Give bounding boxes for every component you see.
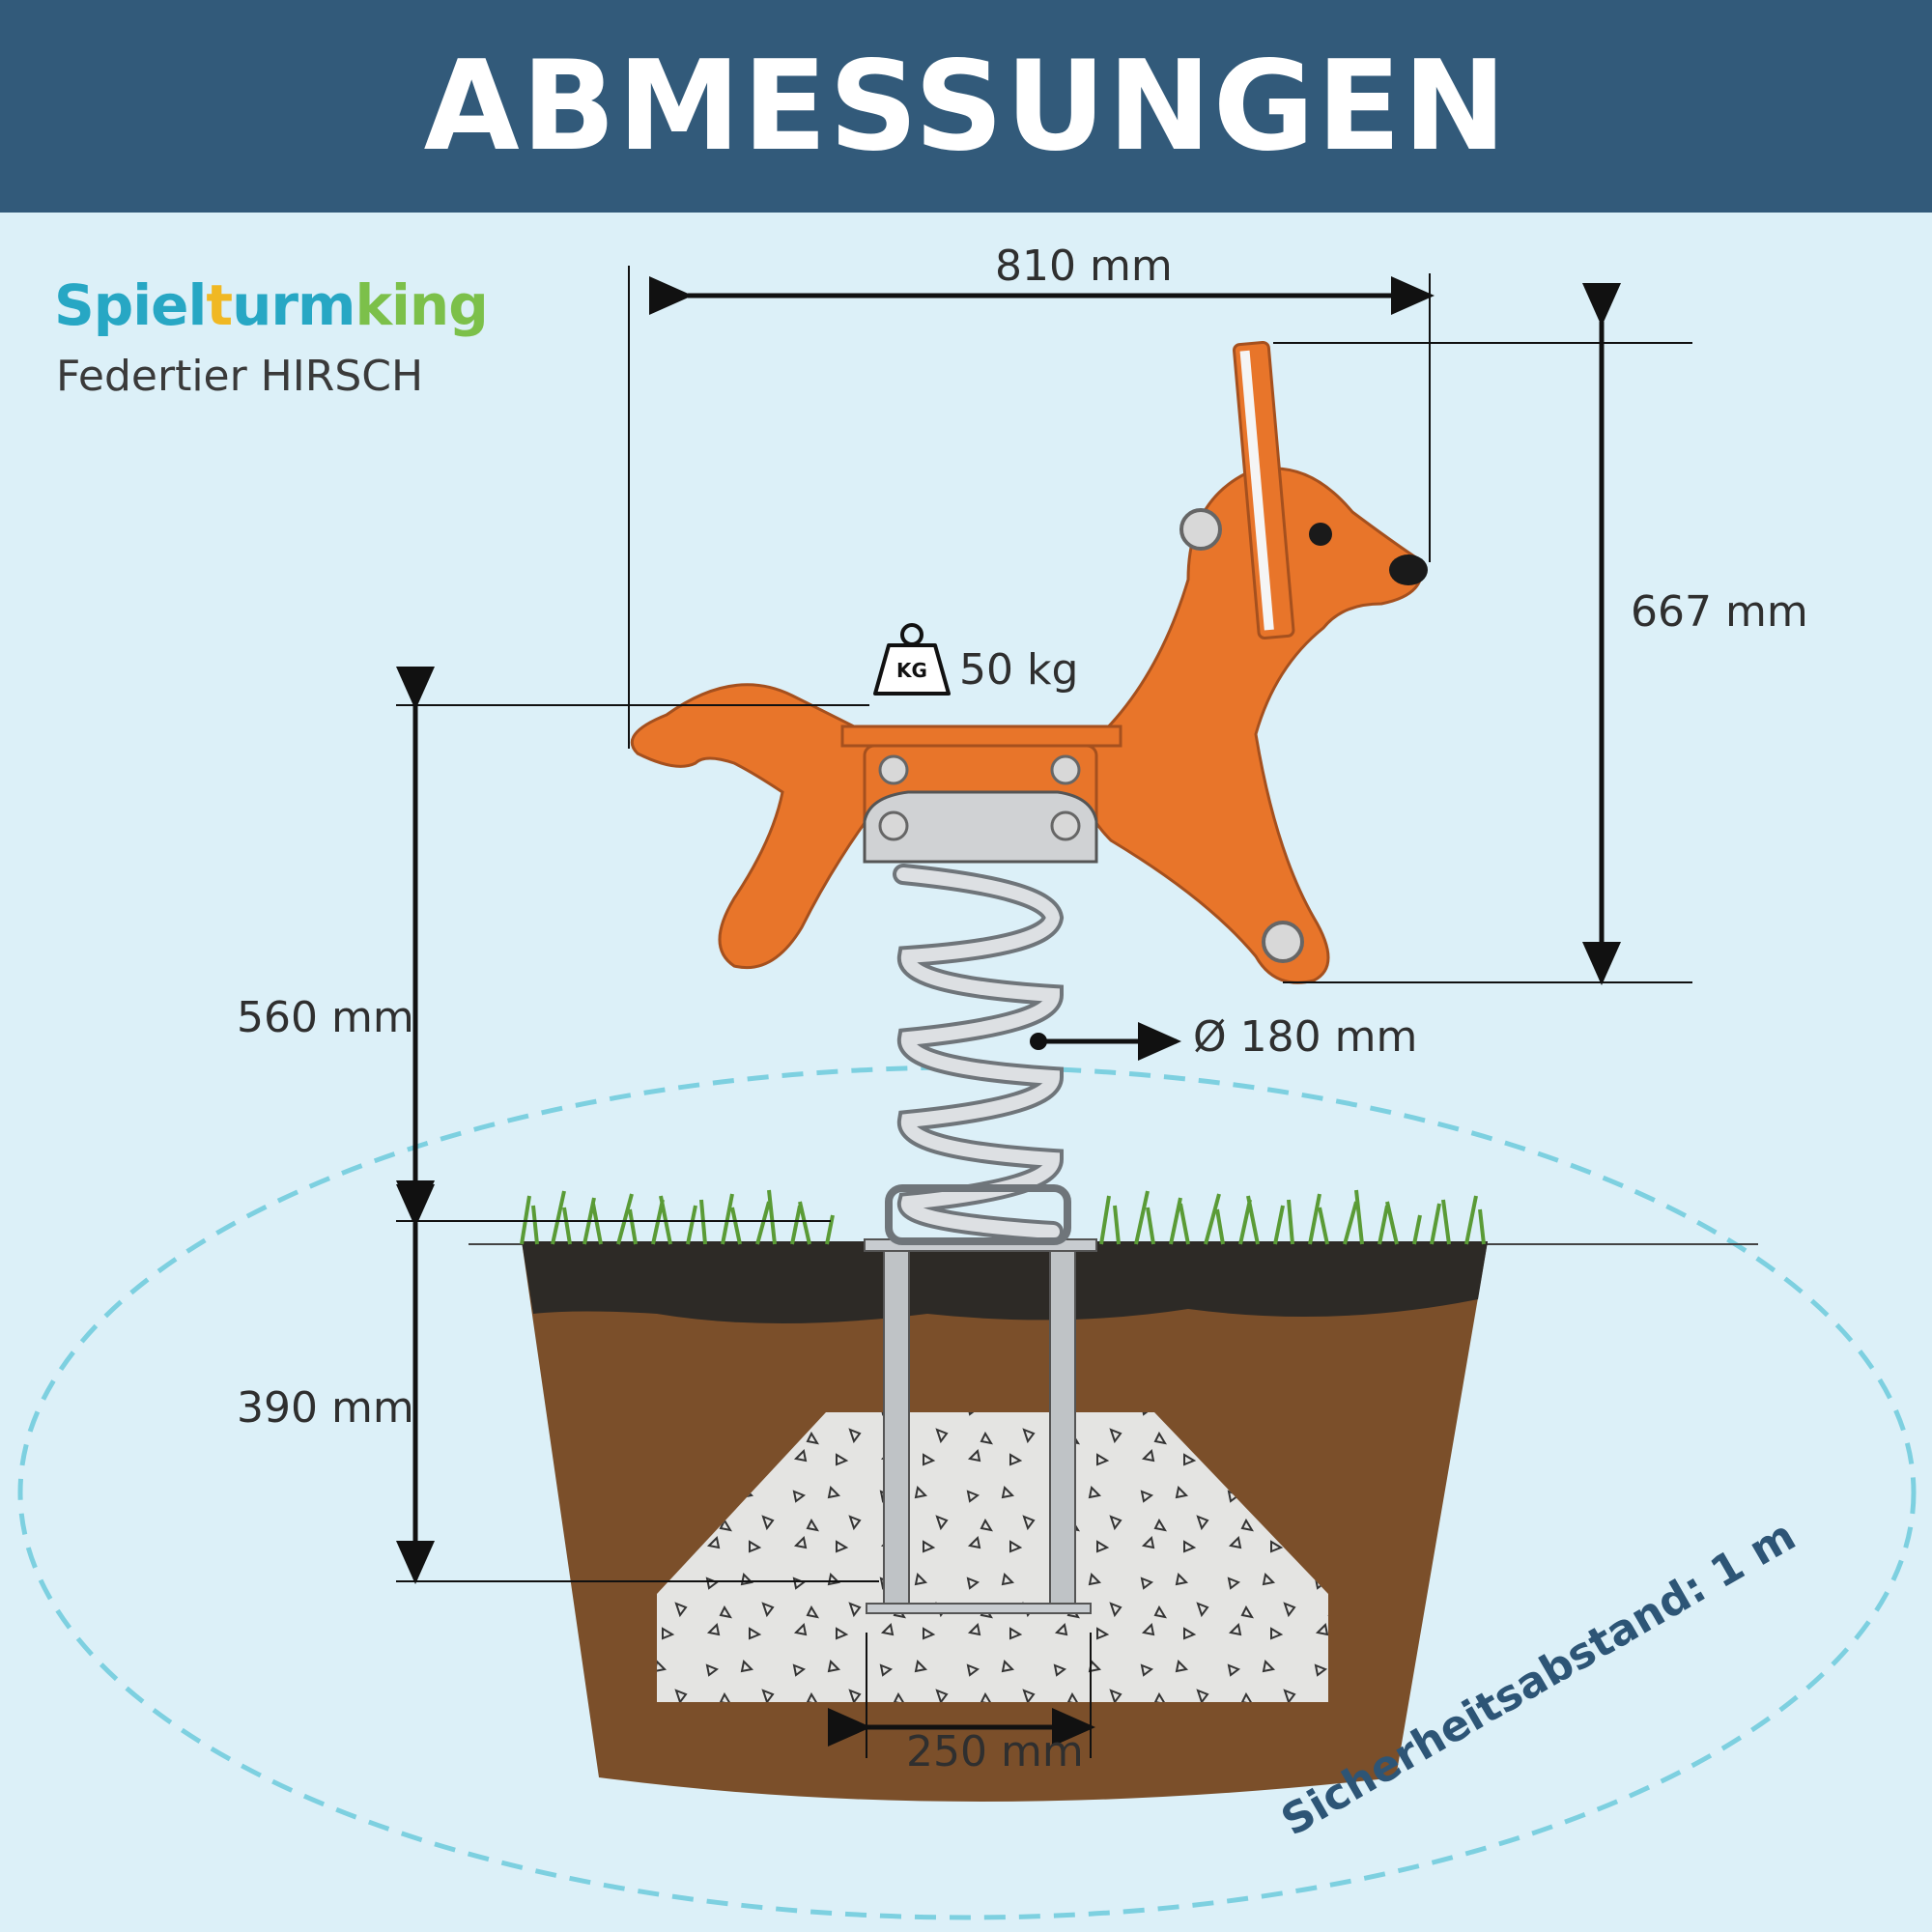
topsoil-layer (522, 1241, 1488, 1323)
animal-figure (630, 341, 1428, 984)
foundation-depth-label: 390 mm (237, 1383, 414, 1433)
steel-spring (885, 864, 1071, 1245)
seat-height-label: 560 mm (237, 993, 414, 1042)
dimension-lines (396, 266, 1692, 1758)
figure-bolt (1179, 508, 1222, 551)
figure-eye (1309, 523, 1332, 546)
header-banner: ABMESSUNGEN (0, 0, 1932, 213)
page-title: ABMESSUNGEN (423, 34, 1509, 179)
max-load-label: 50 kg (959, 645, 1079, 695)
figure-body (630, 467, 1423, 984)
anchor-frame (864, 1238, 1097, 1614)
figure-nose (1389, 554, 1428, 585)
figure-height-label: 667 mm (1631, 587, 1808, 637)
brand-logo: Spielturmking (54, 272, 489, 338)
concrete-gravel-texture (657, 1412, 1328, 1702)
foundation-width-label: 250 mm (906, 1727, 1084, 1776)
spring-diameter-label: Ø 180 mm (1193, 1012, 1418, 1062)
weight-icon-label: KG (896, 659, 927, 682)
width-label: 810 mm (995, 242, 1173, 291)
figure-seat (840, 724, 1122, 748)
weight-icon: KG (873, 623, 951, 696)
product-name: Federtier HIRSCH (56, 352, 424, 401)
